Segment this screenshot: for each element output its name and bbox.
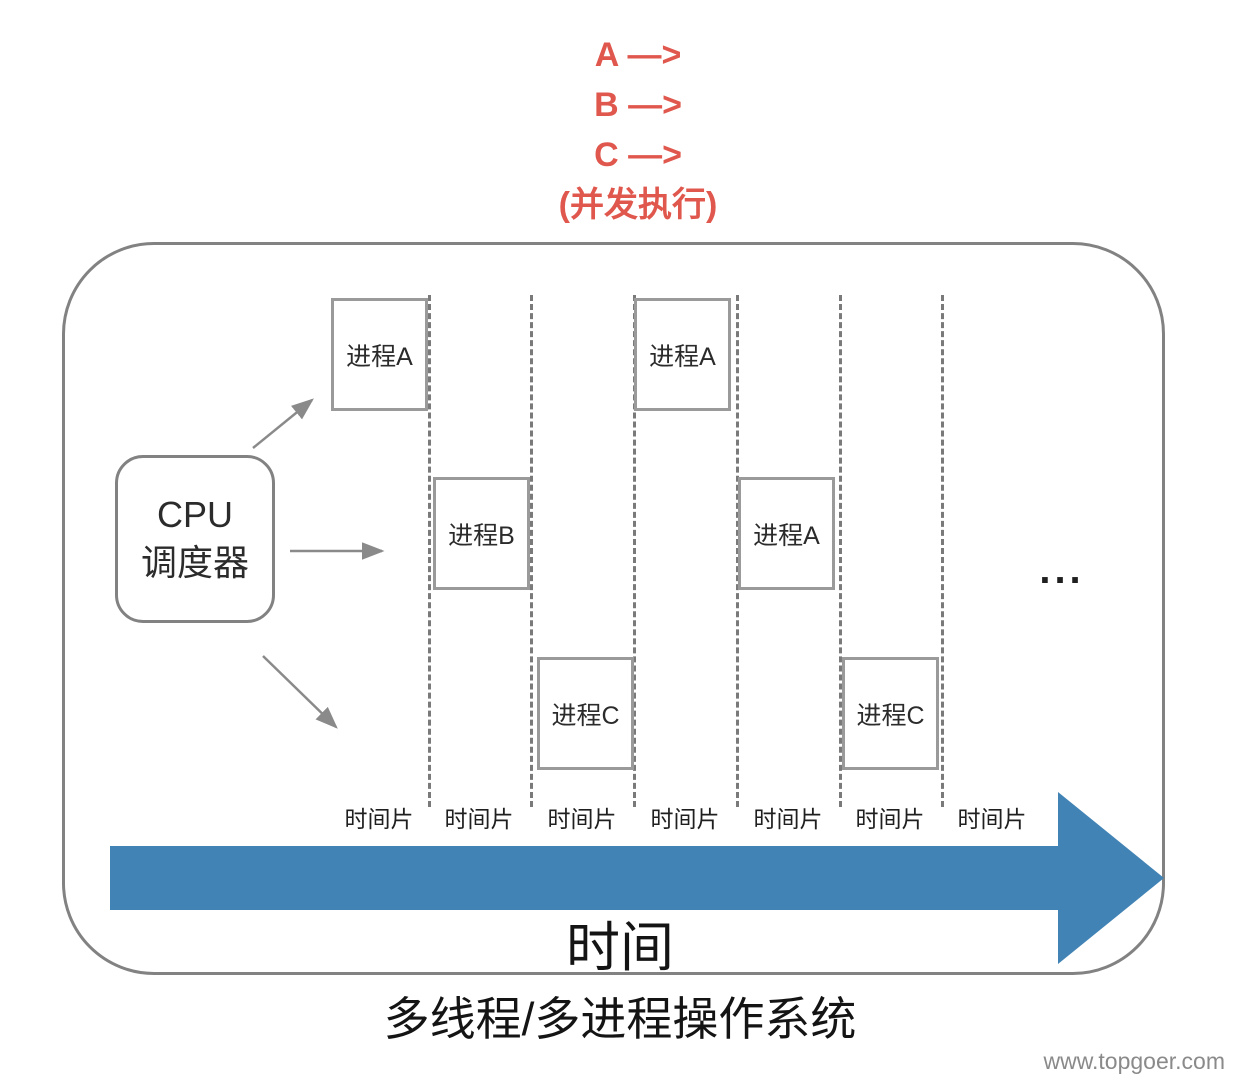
process-box-label: 进程C	[856, 701, 925, 730]
process-box-label: 进程A	[649, 342, 716, 371]
process-box: 进程A	[738, 477, 835, 590]
timeline-arrowhead-icon	[1058, 792, 1164, 964]
time-slice-divider	[941, 295, 944, 807]
cpu-scheduler-title-line2: 调度器	[140, 542, 249, 583]
process-box: 进程A	[634, 298, 731, 411]
time-slice-label: 时间片	[344, 806, 414, 832]
process-box-label: 进程A	[346, 342, 413, 371]
time-slice-label: 时间片	[444, 806, 514, 832]
process-box: 进程A	[331, 298, 428, 411]
concurrency-annotation: A —> B —> C —> (并发执行)	[438, 30, 838, 230]
time-slice-label: 时间片	[855, 806, 925, 832]
time-slice-divider	[839, 295, 842, 807]
time-slice-label: 时间片	[650, 806, 720, 832]
annotation-line-b: B —>	[594, 86, 682, 124]
annotation-line-concurrent: (并发执行)	[558, 186, 718, 224]
diagram-caption: 多线程/多进程操作系统	[383, 993, 857, 1045]
continuation-ellipsis: ...	[1039, 548, 1085, 592]
process-box: 进程C	[842, 657, 939, 770]
time-slice-label: 时间片	[957, 806, 1027, 832]
process-box-label: 进程B	[448, 521, 515, 550]
time-slice-divider	[633, 295, 636, 807]
time-slice-label: 时间片	[547, 806, 617, 832]
annotation-line-c: C —>	[594, 136, 682, 174]
process-box-label: 进程A	[753, 521, 820, 550]
time-slice-divider	[428, 295, 431, 807]
cpu-scheduler-box: CPU 调度器	[115, 455, 275, 623]
timeline-label: 时间	[566, 918, 674, 978]
time-slice-label: 时间片	[753, 806, 823, 832]
annotation-line-a: A —>	[594, 36, 682, 74]
watermark: www.topgoer.com	[1043, 1048, 1225, 1074]
time-slice-divider	[736, 295, 739, 807]
process-box: 进程C	[537, 657, 634, 770]
process-box-label: 进程C	[551, 701, 620, 730]
process-box: 进程B	[433, 477, 530, 590]
cpu-scheduler-title-line1: CPU	[156, 494, 233, 535]
time-slice-divider	[530, 295, 533, 807]
timeline-arrow-body	[110, 846, 1060, 910]
